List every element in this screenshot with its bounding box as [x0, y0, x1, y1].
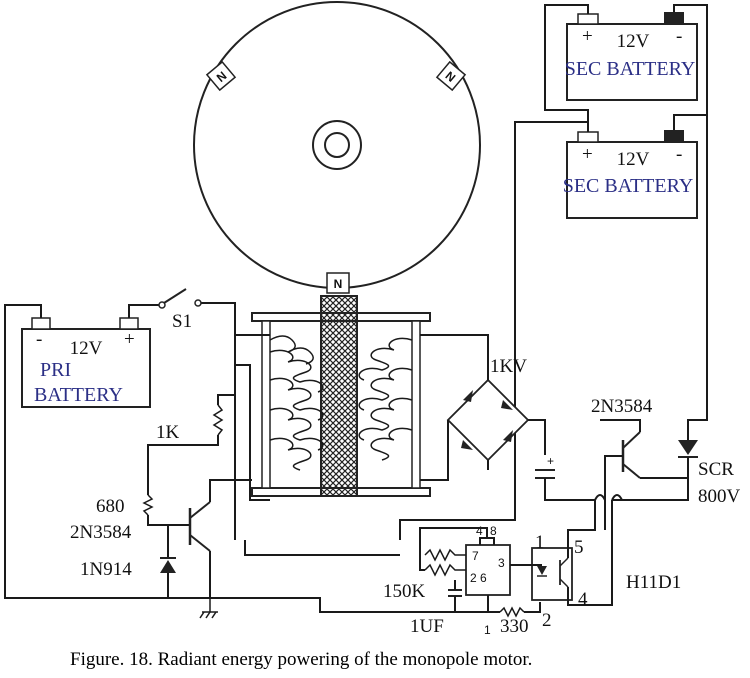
coil-assembly: [251, 295, 431, 497]
svg-text:+: +: [582, 26, 593, 47]
opto-h11d1: 1 2 4 5 H11D1: [530, 500, 681, 631]
svg-text:SEC BATTERY: SEC BATTERY: [565, 58, 696, 80]
svg-text:SCR: SCR: [698, 459, 734, 480]
svg-text:-: -: [676, 26, 682, 47]
rotor-magnet-bottom: N: [326, 272, 350, 294]
svg-text:800V: 800V: [698, 486, 741, 507]
coil-core: [320, 295, 358, 497]
svg-text:PRI: PRI: [40, 359, 71, 381]
rotor-magnet-left: N: [205, 60, 237, 92]
svg-text:+: +: [124, 329, 135, 350]
pot-150k: 150K: [383, 540, 466, 602]
coil-winding-right: [358, 337, 413, 461]
diode-1n914: 1N914: [80, 525, 176, 598]
transistor-2n3584-left: 2N3584: [70, 479, 235, 598]
svg-text:SEC BATTERY: SEC BATTERY: [563, 175, 694, 197]
resistor-1k: 1K: [147, 394, 235, 495]
pri-battery: - + 12V PRI BATTERY: [21, 317, 151, 408]
svg-text:5: 5: [574, 537, 584, 558]
sec-battery-wiring: [514, 4, 708, 445]
svg-text:1N914: 1N914: [80, 559, 132, 580]
svg-text:12V: 12V: [617, 149, 650, 170]
svg-text:-: -: [676, 144, 682, 165]
svg-text:680: 680: [96, 496, 125, 517]
bridge-rectifier-1kv: 1KV: [420, 334, 546, 481]
svg-text:4: 4: [476, 524, 483, 538]
timer-555: 7 2 6 3 4 8 1: [419, 524, 530, 637]
figure-caption: Figure. 18. Radiant energy powering of t…: [70, 649, 532, 670]
svg-text:12V: 12V: [617, 31, 650, 52]
svg-text:4: 4: [578, 589, 588, 610]
sec-battery-bottom: + - 12V SEC BATTERY: [563, 130, 698, 219]
svg-text:S1: S1: [172, 311, 192, 332]
svg-text:2N3584: 2N3584: [591, 396, 653, 417]
svg-text:BATTERY: BATTERY: [34, 384, 123, 406]
svg-text:2 6: 2 6: [470, 571, 487, 585]
ground-symbol: [199, 598, 218, 619]
wire-crossovers: [594, 494, 640, 501]
svg-text:1: 1: [535, 532, 545, 553]
svg-text:1: 1: [484, 623, 491, 637]
svg-text:2: 2: [542, 610, 552, 631]
resistor-330: 330: [480, 602, 541, 637]
svg-text:3: 3: [498, 556, 505, 570]
svg-text:2N3584: 2N3584: [70, 522, 132, 543]
svg-text:N: N: [334, 277, 343, 291]
svg-text:12V: 12V: [70, 338, 103, 359]
svg-text:7: 7: [472, 549, 479, 563]
pri-battery-wiring: [4, 302, 480, 613]
svg-text:1UF: 1UF: [410, 616, 444, 637]
capacitor-1uf: 1UF: [410, 580, 462, 637]
svg-text:H11D1: H11D1: [626, 572, 681, 593]
rotor: N N N: [193, 1, 481, 294]
sec-battery-top: + - 12V SEC BATTERY: [565, 12, 698, 101]
coil-winding-left: [269, 335, 324, 471]
transistor-2n3584-top: 2N3584: [591, 396, 689, 530]
return-wiring: [244, 445, 516, 556]
capacitor-output: +: [535, 454, 595, 501]
resistor-680: 680: [96, 494, 190, 526]
switch-s1: S1: [158, 288, 202, 332]
svg-text:1K: 1K: [156, 422, 180, 443]
svg-text:1KV: 1KV: [490, 356, 527, 377]
svg-text:8: 8: [490, 524, 497, 538]
svg-text:-: -: [36, 329, 42, 350]
scr: SCR 800V: [612, 440, 741, 507]
rotor-magnet-right: N: [435, 60, 467, 92]
svg-text:150K: 150K: [383, 581, 426, 602]
svg-text:+: +: [582, 144, 593, 165]
svg-text:+: +: [547, 454, 554, 468]
svg-text:330: 330: [500, 616, 529, 637]
